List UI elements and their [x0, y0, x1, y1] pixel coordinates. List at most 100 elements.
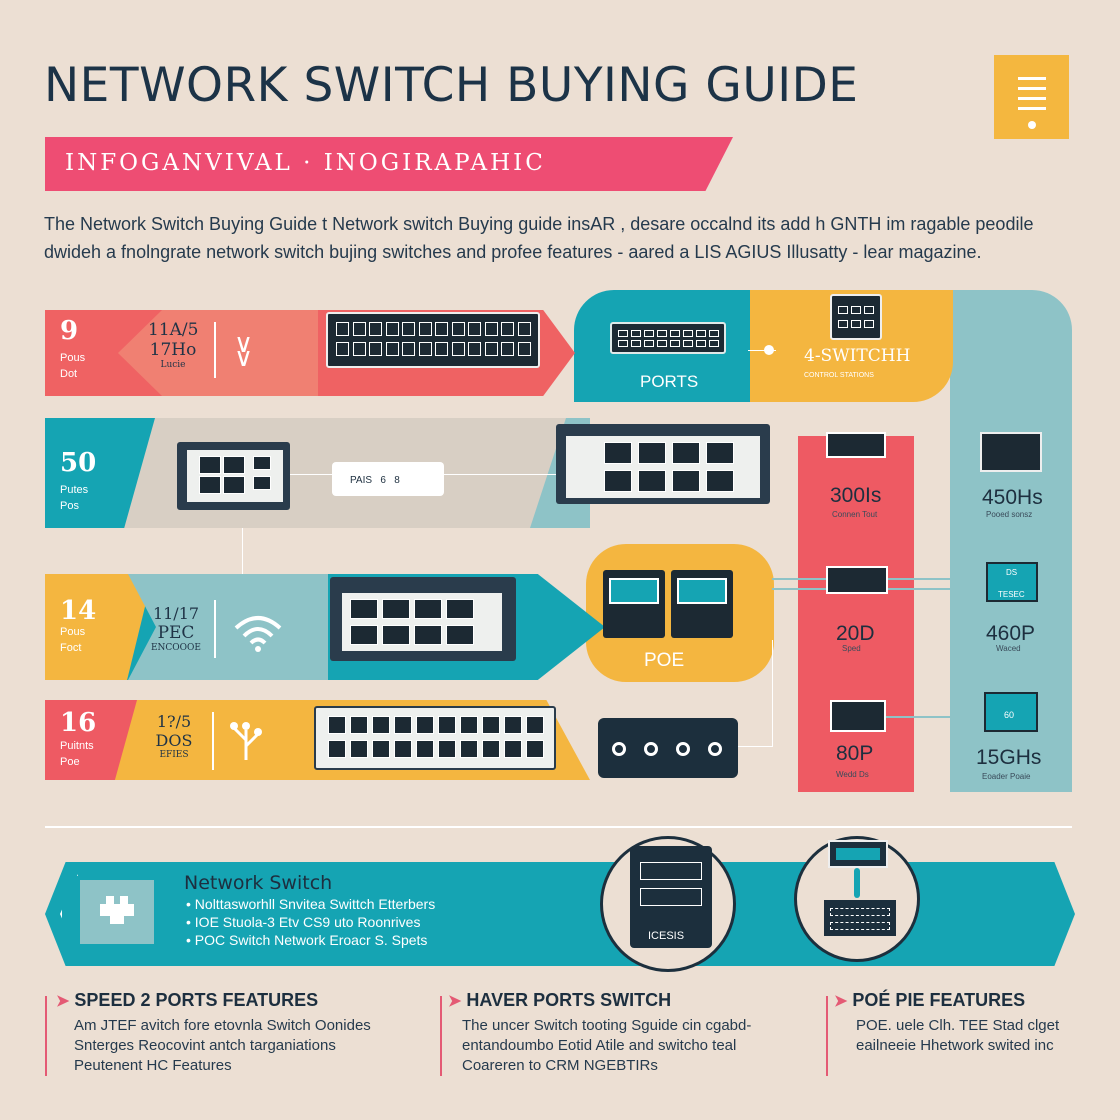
switch-port	[369, 322, 382, 336]
red-item-2-label: Sped	[842, 644, 861, 653]
divider-line	[45, 826, 1072, 828]
section-2-title: HAVER PORTS SWITCH	[466, 990, 672, 1010]
red-item-1-device	[826, 432, 886, 458]
row-1-divider	[214, 322, 216, 378]
row-2-number: 50	[60, 448, 97, 478]
monitor-icon	[828, 840, 888, 868]
bottom-panel-heading: Network Switch	[184, 872, 333, 894]
bottom-bullet-2: IOE Stuola-3 Etv CS9 uto Roonrives	[194, 914, 421, 930]
switch-port	[328, 740, 346, 758]
section-3-title: POÉ PIE FEATURES	[852, 990, 1026, 1010]
connector-line	[242, 528, 243, 576]
switch-port	[709, 340, 719, 347]
row-3-divider	[214, 600, 216, 658]
switch-image-24-port	[326, 312, 540, 368]
row-1-label: Pous	[60, 352, 86, 364]
switch-port	[350, 599, 378, 619]
switch-port	[414, 599, 442, 619]
arrow-icon: ➤	[448, 993, 462, 1010]
switch-port	[438, 740, 456, 758]
switch-port	[451, 322, 465, 336]
switch-card-device	[830, 294, 882, 340]
device-tower-label: ICESIS	[648, 930, 685, 942]
connector-line	[290, 474, 332, 475]
banner-text: INFOGANVIVAL · INOGIRAPAHIC	[65, 150, 546, 176]
row-4-value-a: 1?/5	[156, 712, 192, 731]
switch-port	[382, 599, 410, 619]
switch-port	[369, 342, 382, 356]
red-item-3-device	[830, 700, 886, 732]
switch-port	[644, 340, 654, 347]
switch-port	[618, 340, 628, 347]
switch-port	[402, 322, 415, 336]
switch-port	[504, 716, 522, 734]
arrow-icon: ➤	[834, 993, 848, 1010]
subtitle-banner: INFOGANVIVAL · INOGIRAPAHIC	[45, 137, 733, 191]
red-item-3-value: 80P	[836, 742, 874, 765]
switch-port	[385, 342, 399, 356]
switch-port	[438, 716, 456, 734]
switch-port	[372, 716, 390, 734]
blue-item-3-label: Eoader Poaie	[982, 772, 1031, 781]
poe-module-1	[603, 570, 665, 638]
switch-port	[394, 740, 412, 758]
red-item-2-device	[826, 566, 888, 594]
switch-port	[435, 322, 448, 336]
row-4-divider	[212, 712, 214, 770]
row-2-label-block: 50 Putes Pos	[45, 418, 155, 528]
switch-port	[336, 322, 349, 336]
ports-card-switch	[610, 322, 726, 354]
connector-dot	[764, 345, 774, 355]
switch-port	[418, 342, 432, 356]
blue-item-2-value: 460P	[986, 622, 1036, 645]
red-item-2-value: 20D	[836, 622, 875, 645]
switch-image-rack	[314, 706, 556, 770]
row-3-label: Pous	[60, 626, 86, 638]
switch-port	[526, 716, 544, 734]
switch-port	[657, 340, 667, 347]
row-2-label: Putes	[60, 484, 89, 496]
row-3-sublabel: Foct	[60, 642, 82, 654]
switch-port	[352, 322, 366, 336]
connector-device	[598, 718, 738, 778]
section-3-bar	[826, 996, 828, 1076]
section-2-bar	[440, 996, 442, 1076]
switch-port	[670, 330, 680, 337]
switch-port	[526, 740, 544, 758]
port-status-label: PAIS 6 8	[350, 475, 400, 486]
switch-port	[683, 340, 693, 347]
switch-port	[416, 740, 434, 758]
blue-item-2-tag2: TESEC	[998, 590, 1025, 599]
switch-port	[517, 342, 531, 356]
switch-port	[631, 340, 641, 347]
switch-port	[482, 740, 500, 758]
row-4-value-c: EFIES	[159, 750, 189, 760]
switch-port	[644, 330, 654, 337]
blue-item-2-tag: DS	[1006, 568, 1018, 577]
plant-icon	[226, 716, 266, 767]
switch-port	[631, 330, 641, 337]
switch-port	[460, 716, 478, 734]
blue-item-3-value: 15GHs	[976, 746, 1042, 769]
blue-item-2-device: DS TESEC	[986, 562, 1038, 602]
switch-image-16-port	[556, 424, 770, 504]
row-1-value-c: Lucie	[160, 360, 186, 370]
blue-item-3-device: 60	[984, 692, 1038, 732]
switch-port	[350, 740, 368, 758]
switch-port	[350, 625, 378, 645]
connector-line	[886, 716, 998, 718]
wifi-icon	[232, 612, 284, 659]
switch-port	[706, 442, 734, 464]
bottom-bullet-3: POC Switch Network Eroacr S. Spets	[194, 932, 428, 948]
switch-port	[672, 470, 700, 492]
switch-port	[468, 342, 481, 356]
row-3-value-c: ENCOOOE	[150, 643, 202, 653]
switch-port	[638, 442, 666, 464]
switch-base-device	[824, 900, 896, 936]
switch-port	[418, 322, 432, 336]
red-item-1-label: Connen Tout	[832, 510, 878, 519]
red-column	[798, 436, 914, 792]
switch-port	[696, 330, 706, 337]
poe-module-2	[671, 570, 733, 638]
section-2-text: The uncer Switch tooting Sguide cin cgab…	[462, 1017, 752, 1074]
